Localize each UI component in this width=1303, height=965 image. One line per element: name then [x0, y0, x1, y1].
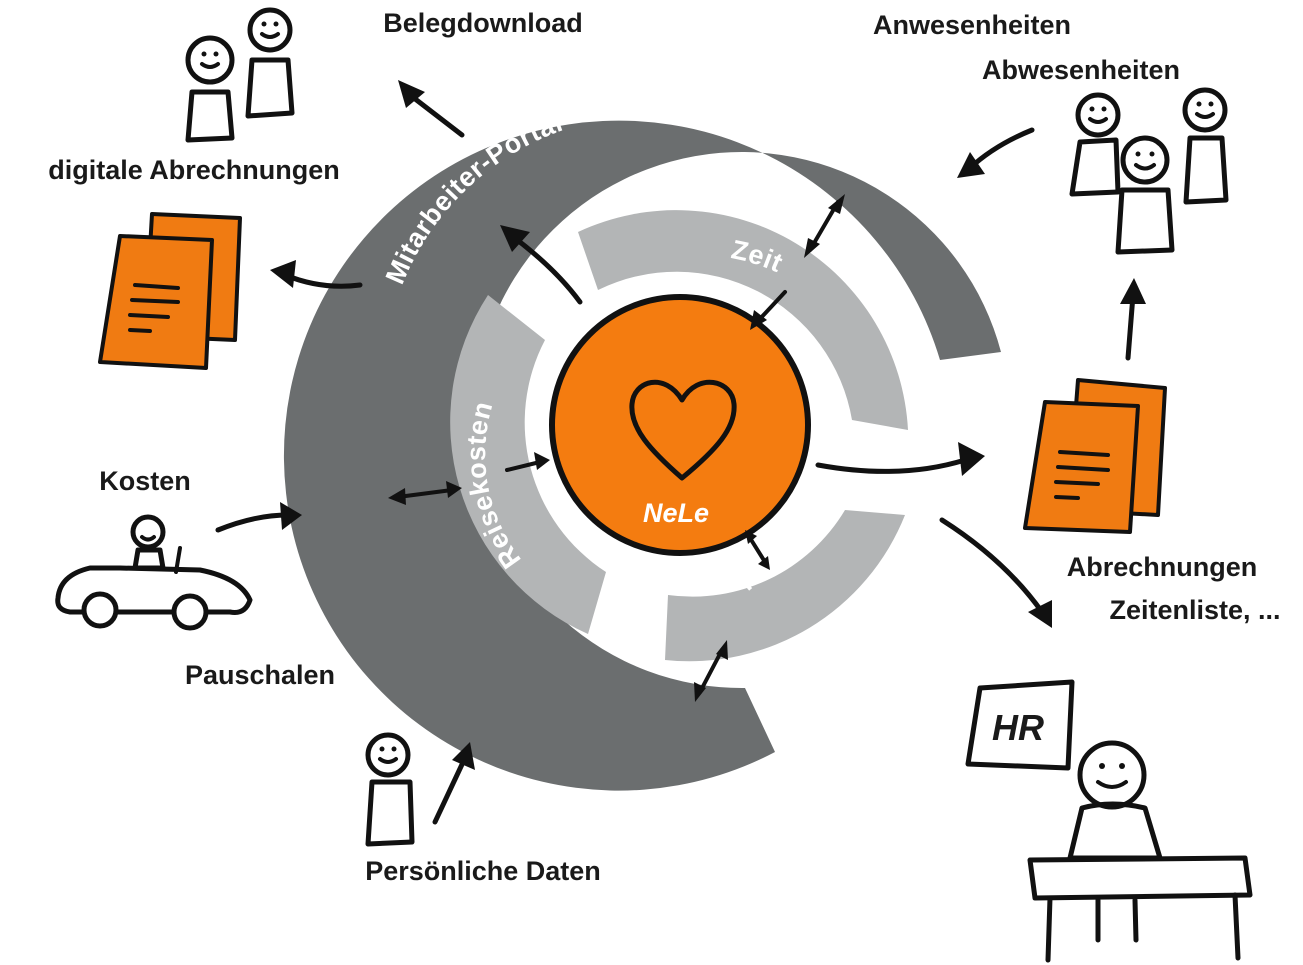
- car-icon: [55, 514, 253, 631]
- label-zeitenliste: Zeitenliste, ...: [1109, 595, 1280, 625]
- document-icon-left: [98, 212, 242, 370]
- label-pauschalen: Pauschalen: [185, 660, 335, 690]
- inner-ring-zeit: Zeit: [578, 210, 908, 430]
- person-icon: [245, 7, 295, 119]
- label-abwesenheiten: Abwesenheiten: [982, 55, 1180, 85]
- document-icon-right: [1023, 378, 1167, 534]
- label-persoenliche-daten: Persönliche Daten: [365, 856, 601, 886]
- label-belegdownload: Belegdownload: [383, 8, 583, 38]
- arrows: [215, 80, 1146, 825]
- person-icon: [1115, 135, 1175, 255]
- hr-sign: HR: [992, 707, 1044, 748]
- person-icon: [1182, 87, 1229, 205]
- center-circle: NeLe: [549, 294, 811, 556]
- label-anwesenheiten: Anwesenheiten: [873, 10, 1071, 40]
- person-icon: [185, 35, 235, 143]
- person-icon: [1069, 92, 1121, 197]
- label-abrechnungen: Abrechnungen: [1067, 552, 1258, 582]
- center-label: NeLe: [643, 498, 709, 528]
- label-kosten: Kosten: [99, 466, 191, 496]
- desk-icon: HR: [965, 679, 1253, 963]
- label-digitale-abrechnungen: digitale Abrechnungen: [48, 155, 340, 185]
- person-icon: [365, 732, 415, 847]
- heart-icon: [629, 379, 737, 481]
